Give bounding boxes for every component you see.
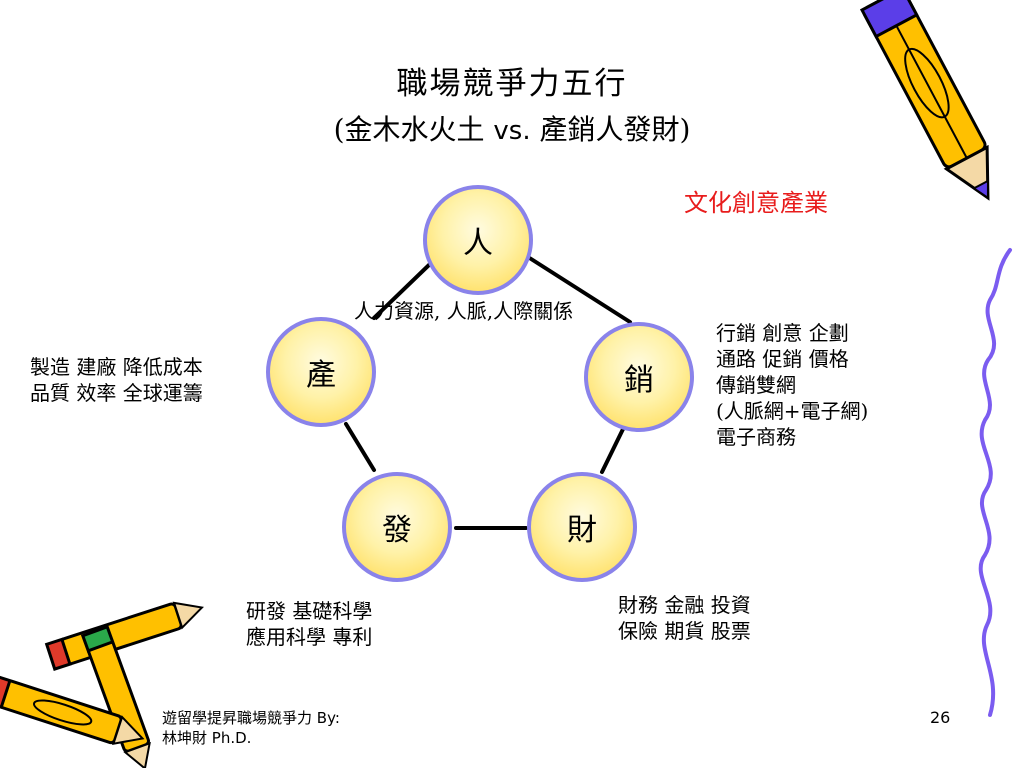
- desc-xiao: 行銷 創意 企劃 通路 促銷 價格 傳銷雙網 (人脈網+電子網) 電子商務: [716, 321, 869, 449]
- connector-chan-fa: [344, 422, 376, 472]
- connector-ren-chan: [372, 262, 432, 320]
- desc-ren: 人力資源, 人脈,人際關係: [354, 299, 574, 323]
- subtitle-close: 產銷人發財): [530, 113, 691, 146]
- desc-fa: 研發 基礎科學 應用科學 專利: [246, 599, 373, 649]
- footer-line2-en: Ph.D.: [207, 729, 252, 747]
- pentagon-connectors: [344, 255, 632, 530]
- subtitle-open: (金木水火土: [333, 113, 494, 146]
- node-cai: 財: [527, 472, 637, 582]
- node-ren: 人: [423, 185, 533, 295]
- desc-chan: 製造 建廠 降低成本 品質 效率 全球運籌: [30, 355, 203, 405]
- connector-cai-xiao: [600, 423, 627, 474]
- footer-line1-zh: 遊留學提昇職場競爭力: [162, 709, 313, 727]
- topic-tag: 文化創意產業: [684, 189, 828, 217]
- desc-cai: 財務 金融 投資 保險 期貨 股票: [618, 593, 751, 643]
- node-chan: 產: [266, 317, 376, 427]
- pencils-cluster-icon: [0, 601, 204, 768]
- node-fa: 發: [342, 472, 452, 582]
- page-number: 26: [930, 708, 951, 727]
- pencil-icon: [859, 0, 990, 201]
- footer-line2-zh: 林坤財: [162, 729, 208, 747]
- slide-subtitle: (金木水火土 vs. 產銷人發財): [0, 108, 1024, 148]
- footer-line1-en: By:: [312, 709, 340, 727]
- wavy-border-line: [978, 248, 1012, 717]
- connector-ren-xiao: [526, 255, 632, 324]
- node-xiao: 銷: [584, 322, 694, 432]
- footer-credit: 遊留學提昇職場競爭力 By: 林坤財 Ph.D.: [162, 708, 340, 748]
- subtitle-vs: vs.: [493, 116, 531, 146]
- slide-title: 職場競爭力五行: [396, 66, 628, 102]
